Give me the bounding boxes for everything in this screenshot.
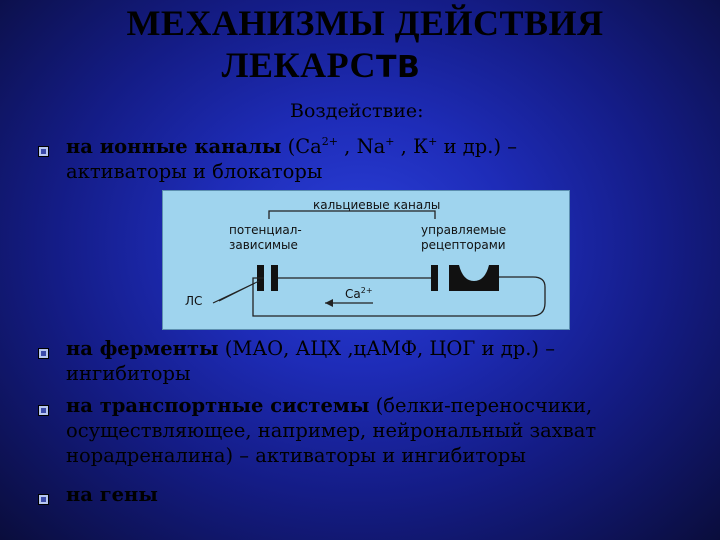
diagram-drawing [212, 210, 546, 317]
item-text: и др.) – [437, 135, 518, 158]
calcium-text: Ca [345, 287, 361, 301]
title-line-2-tail: ТВ [376, 50, 421, 85]
channel-left-part-2 [271, 265, 278, 291]
item-line-2: активаторы и блокаторы [66, 160, 323, 183]
item-text: (Са [281, 135, 322, 158]
list-item-transport-systems: на транспортные системы (белки-переносчи… [66, 393, 706, 468]
bullet-icon [38, 405, 49, 416]
top-bracket [268, 210, 436, 219]
label-calcium: Ca2+ [345, 286, 373, 302]
item-bold: на ионные каналы [66, 135, 282, 158]
title-line-2-main: ЛЕКАРС [221, 45, 377, 85]
label-calcium-channels: кальциевые каналы [313, 198, 441, 212]
calcium-channels-diagram: кальциевые каналы потенциал- зависимые у… [162, 190, 570, 330]
bullet-icon [38, 348, 49, 359]
label-receptor-1: управляемые [421, 223, 507, 237]
item-line-3: норадреналина) – активаторы и ингибиторы [66, 444, 526, 467]
item-bold: на гены [66, 483, 158, 506]
item-text: , Na [337, 135, 386, 158]
receptor-shape [449, 265, 499, 291]
label-potential-1: потенциал- [229, 223, 302, 237]
superscript: 2+ [321, 135, 338, 148]
superscript: + [428, 135, 438, 148]
bullet-icon [38, 146, 49, 157]
item-text: (МАО, АЦХ ,цАМФ, ЦОГ и др.) – [218, 337, 555, 360]
channel-right-part-1 [431, 265, 438, 291]
calcium-superscript: 2+ [360, 286, 373, 295]
item-bold: на ферменты [66, 337, 219, 360]
bullet-icon [38, 494, 49, 505]
label-drug: ЛС [185, 294, 203, 308]
subtitle: Воздействие: [290, 100, 424, 122]
membrane-loop [252, 276, 546, 317]
list-item-genes: на гены [66, 482, 706, 507]
title-line-1: МЕХАНИЗМЫ ДЕЙСТВИЯ [126, 3, 604, 43]
list-item-ion-channels: на ионные каналы (Са2+ , Na+ , К+ и др.)… [66, 134, 706, 184]
item-line-2: осуществляющее, например, нейрональный з… [66, 419, 597, 442]
item-text: , К [394, 135, 429, 158]
slide-title: МЕХАНИЗМЫ ДЕЙСТВИЯ ЛЕКАРСТВ [0, 2, 720, 89]
superscript: + [385, 135, 395, 148]
label-receptor-2: рецепторами [421, 238, 506, 252]
item-line-2: ингибиторы [66, 362, 191, 385]
item-text: (белки-переносчики, [369, 394, 593, 417]
item-bold: на транспортные системы [66, 394, 370, 417]
drug-arrow-line [218, 280, 260, 302]
calcium-arrowhead [325, 299, 333, 307]
label-potential-2: зависимые [229, 238, 298, 252]
title-line-2: ЛЕКАРСТВ [0, 44, 720, 89]
list-item-enzymes: на ферменты (МАО, АЦХ ,цАМФ, ЦОГ и др.) … [66, 336, 706, 386]
